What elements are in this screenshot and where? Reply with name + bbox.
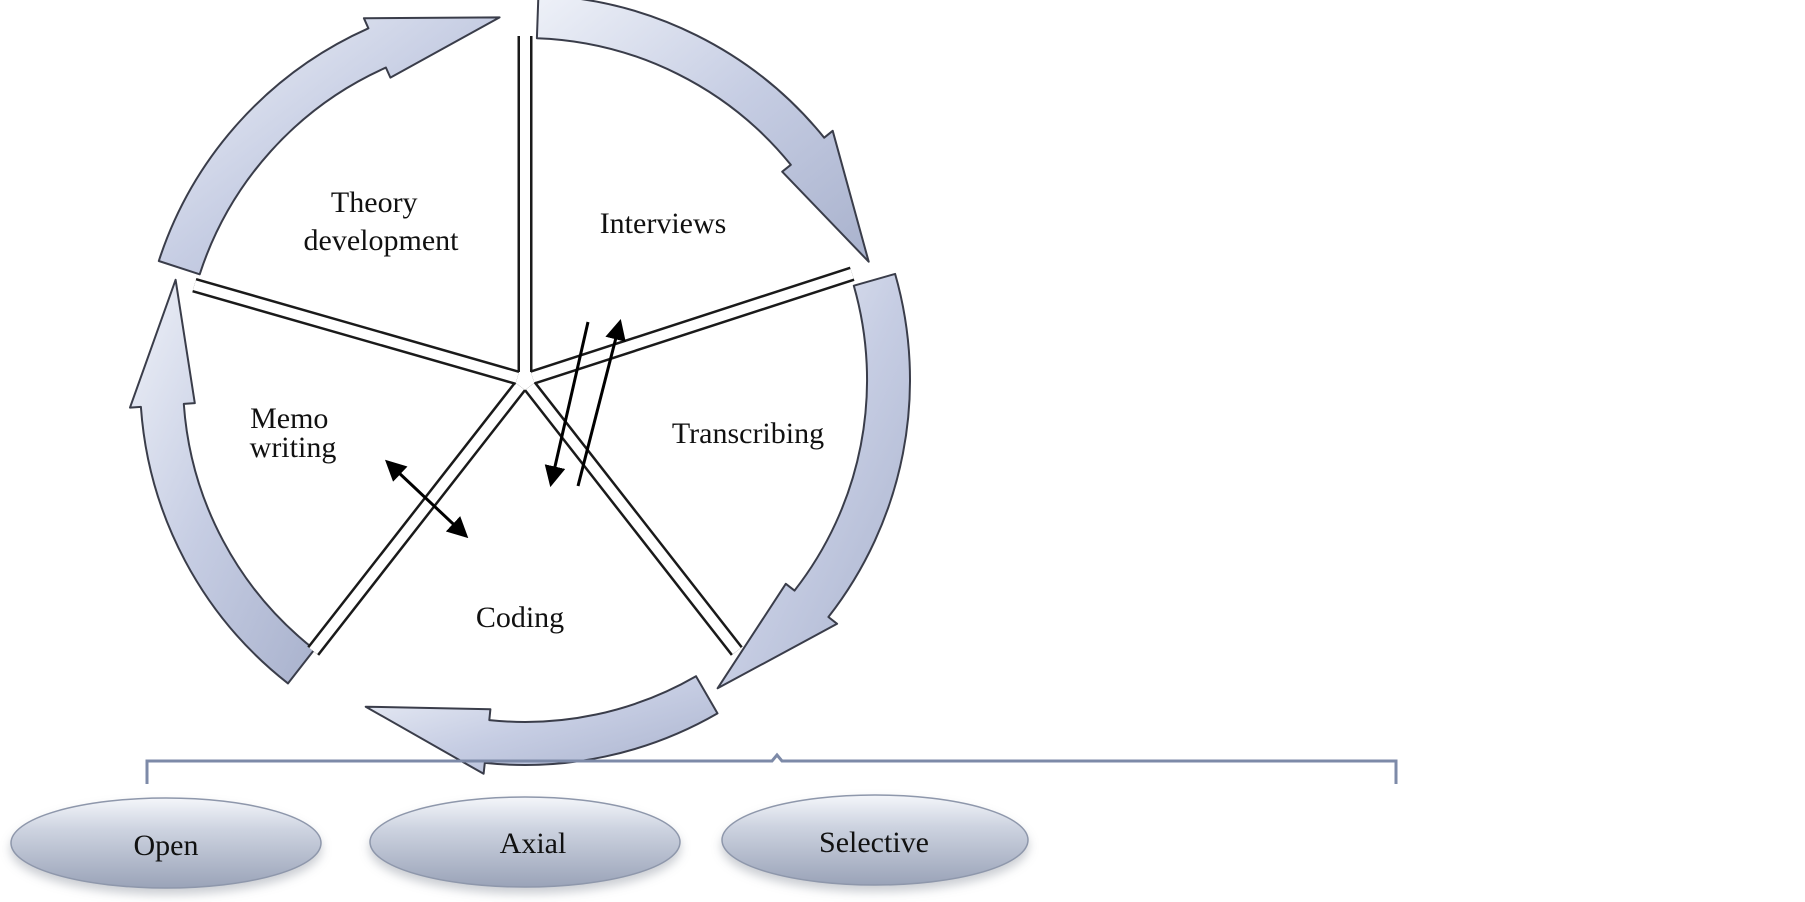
coding-label: Coding <box>476 601 564 634</box>
open-oval <box>10 797 322 889</box>
interviews-to-transcribing-arrow <box>535 0 870 263</box>
selective-coding-node: Selective <box>721 794 1029 886</box>
theory-to-interviews-arrow <box>157 16 501 276</box>
memo-label-line2: writing <box>250 431 337 464</box>
memo-writing-label: Memo writing <box>250 402 337 464</box>
memo-to-theory-arrow <box>129 278 316 685</box>
cycle-arrows <box>129 0 911 775</box>
memo-coding-double-arrow <box>385 459 469 539</box>
theory-label-line2: development <box>304 224 460 257</box>
axial-label: Axial <box>500 827 567 860</box>
coding-to-memo-arrow <box>364 675 719 775</box>
open-label: Open <box>134 829 199 862</box>
selective-oval <box>721 794 1029 886</box>
interviews-to-coding-arrow <box>544 321 590 488</box>
axial-oval <box>369 796 681 888</box>
axial-coding-node: Axial <box>369 796 681 888</box>
transcribing-to-coding-arrow <box>716 272 911 690</box>
theory-label-line1: Theory <box>331 186 418 219</box>
coding-types-bracket <box>145 752 1398 784</box>
divider-interviews-transcribing-gap <box>531 268 854 383</box>
divider-memo-theory-gap <box>192 280 519 383</box>
coding-to-interviews-arrow <box>576 318 626 487</box>
transcribing-label: Transcribing <box>672 417 824 450</box>
memo-label-line1: Memo <box>250 402 328 435</box>
interviews-label: Interviews <box>600 207 727 240</box>
theory-development-label: Theory development <box>304 186 460 257</box>
open-coding-node: Open <box>10 797 322 889</box>
selective-label: Selective <box>819 826 929 859</box>
